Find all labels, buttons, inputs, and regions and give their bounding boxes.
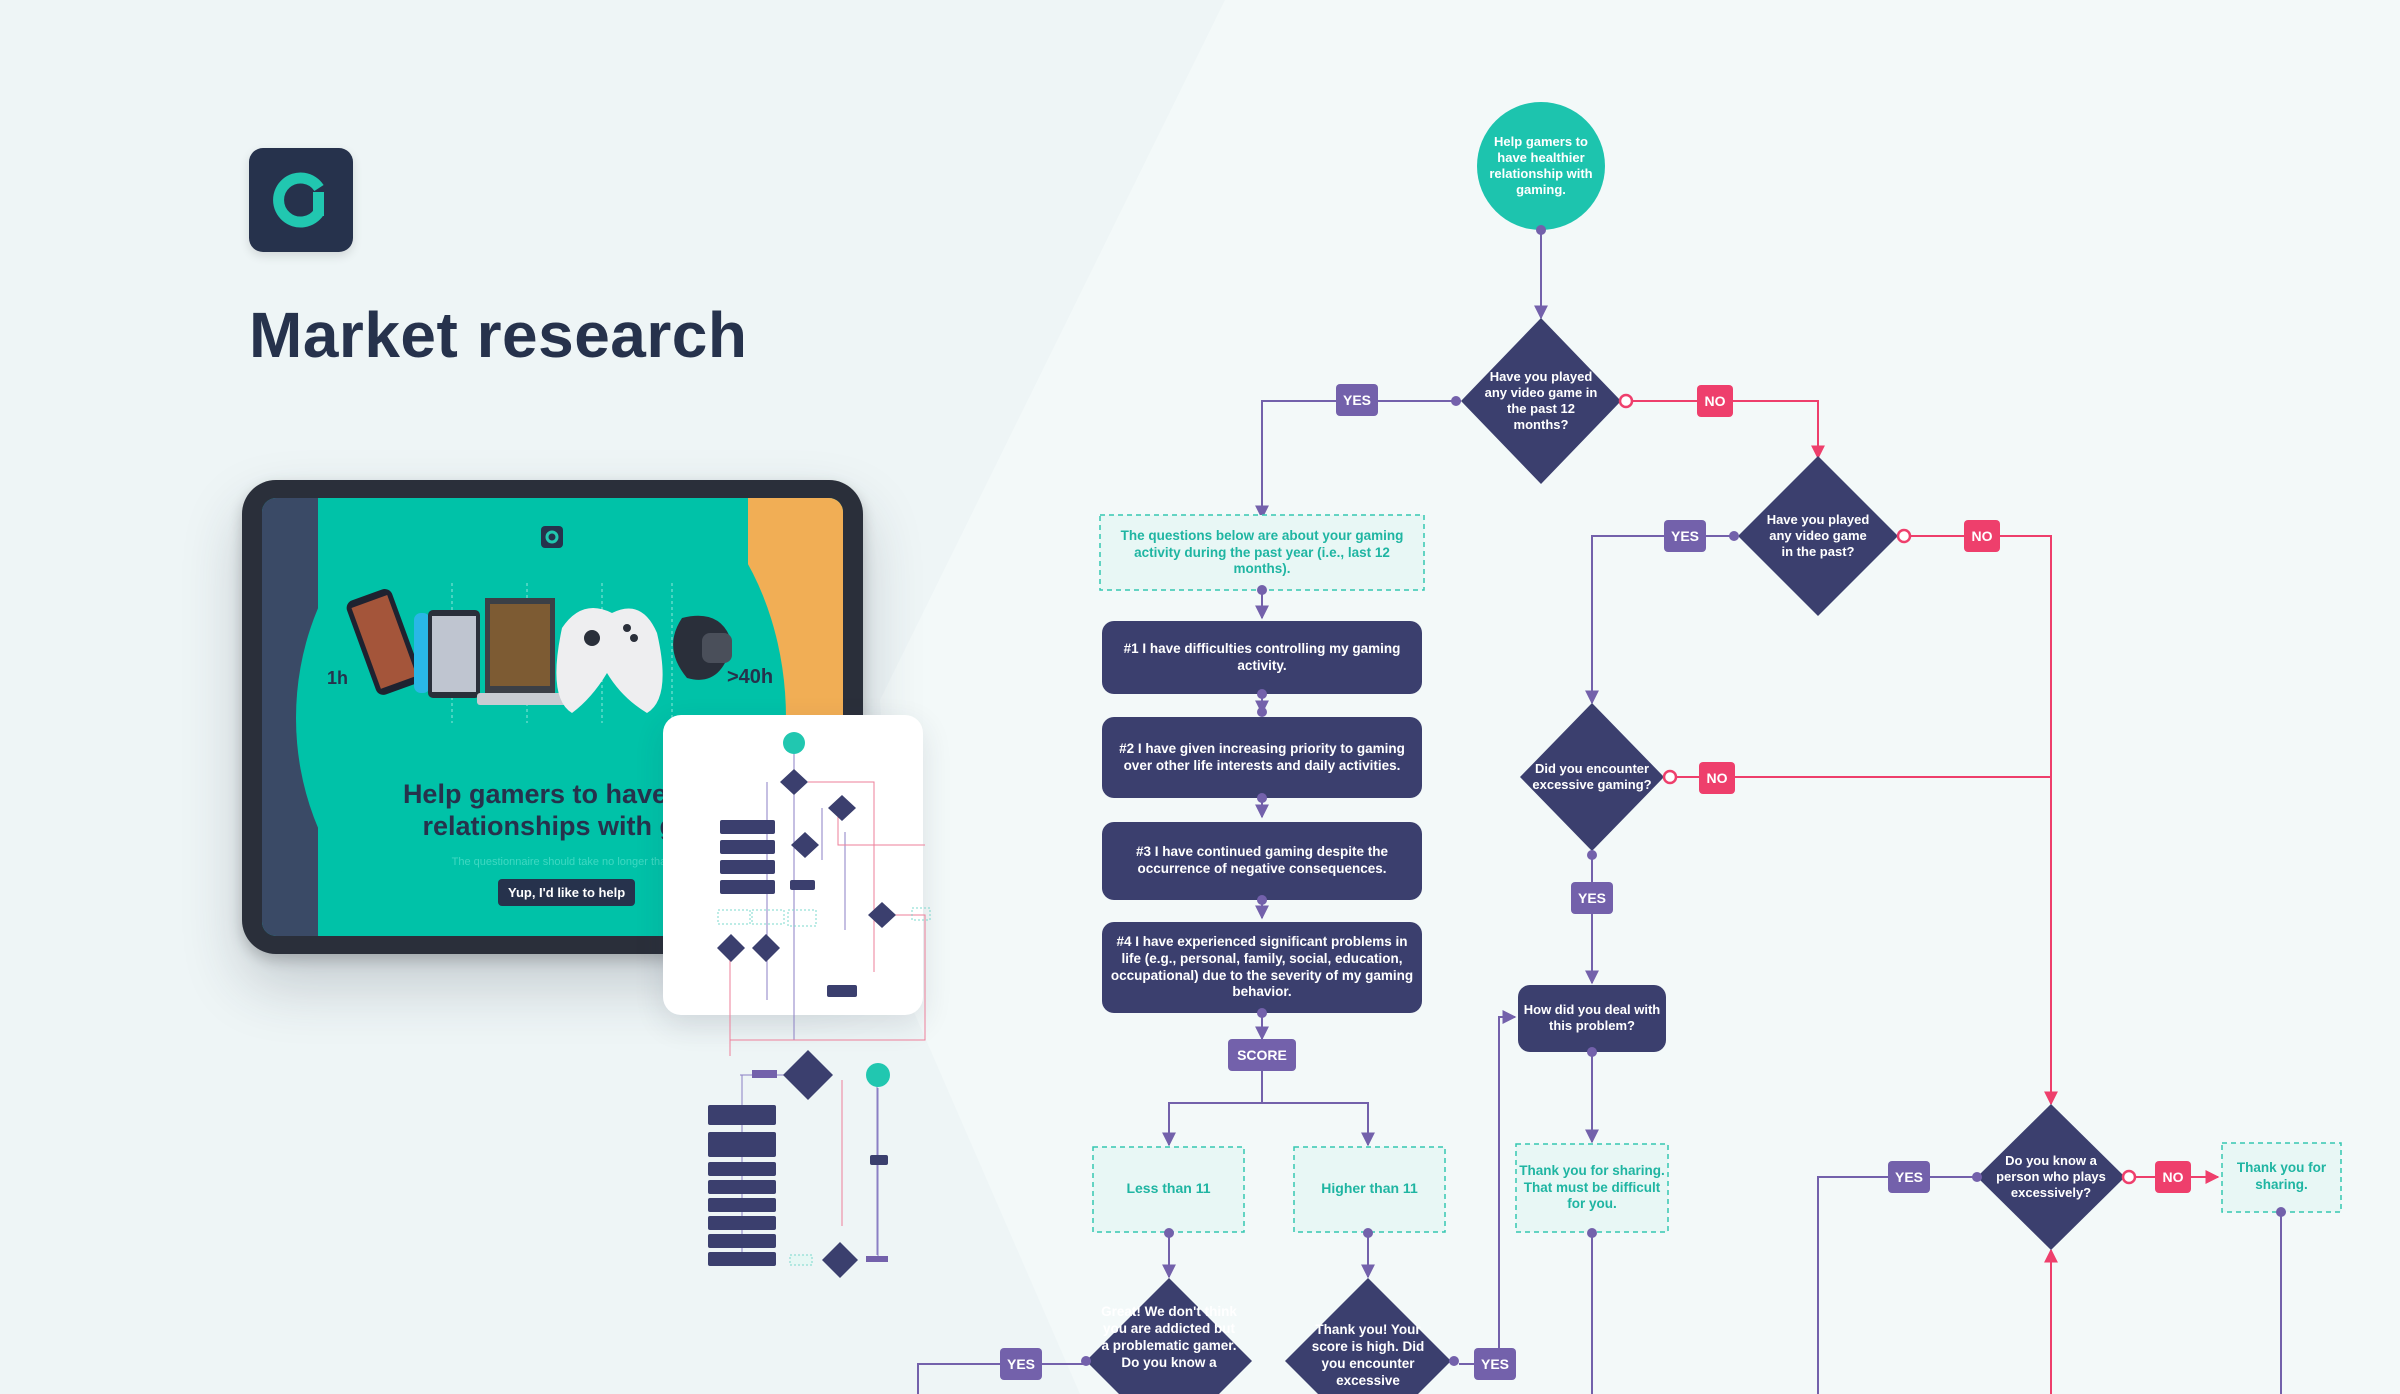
no-label-q5: NO [2155,1161,2191,1193]
no-label-q3: NO [1699,762,1735,794]
yes-label-great: YES [1000,1348,1042,1380]
decision-text-q2: Have you played any video game in the pa… [1766,500,1870,572]
sharing-text: Thank you for sharing. [2224,1148,2339,1206]
yes-label-q5: YES [1888,1161,1930,1193]
process-text-q4: How did you deal with this problem? [1522,988,1662,1048]
yes-label-q1: YES [1336,384,1378,416]
sharing-difficult-text: Thank you for sharing. That must be diff… [1516,1146,1668,1230]
yes-label-thank-you: YES [1474,1348,1516,1380]
score-label: SCORE [1228,1039,1296,1071]
question-3-text: #3 I have continued gaming despite the o… [1110,826,1414,896]
thank-you-text: Thank you! Your score is high. Did you e… [1300,1322,1436,1394]
yes-label-q3: YES [1571,882,1613,914]
higher-than-text: Higher than 11 [1296,1160,1443,1218]
question-2-text: #2 I have given increasing priority to g… [1110,721,1414,794]
intro-text: The questions below are about your gamin… [1108,520,1416,586]
no-label-q1: NO [1697,385,1733,417]
yes-label-q2: YES [1664,520,1706,552]
less-than-text: Less than 11 [1095,1160,1242,1218]
decision-text-q5: Do you know a person who plays excessive… [1993,1140,2109,1214]
great-text: Great! We don't think you are addicted b… [1098,1304,1240,1394]
question-4-text: #4 I have experienced significant proble… [1106,925,1418,1010]
decision-text-q1: Have you played any video game in the pa… [1484,358,1598,444]
start-node-text: Help gamers to have healthier relationsh… [1480,128,1602,204]
decision-text-q3: Did you encounter excessive gaming? [1522,747,1662,807]
question-1-text: #1 I have difficulties controlling my ga… [1110,625,1414,690]
no-label-q2: NO [1964,520,2000,552]
